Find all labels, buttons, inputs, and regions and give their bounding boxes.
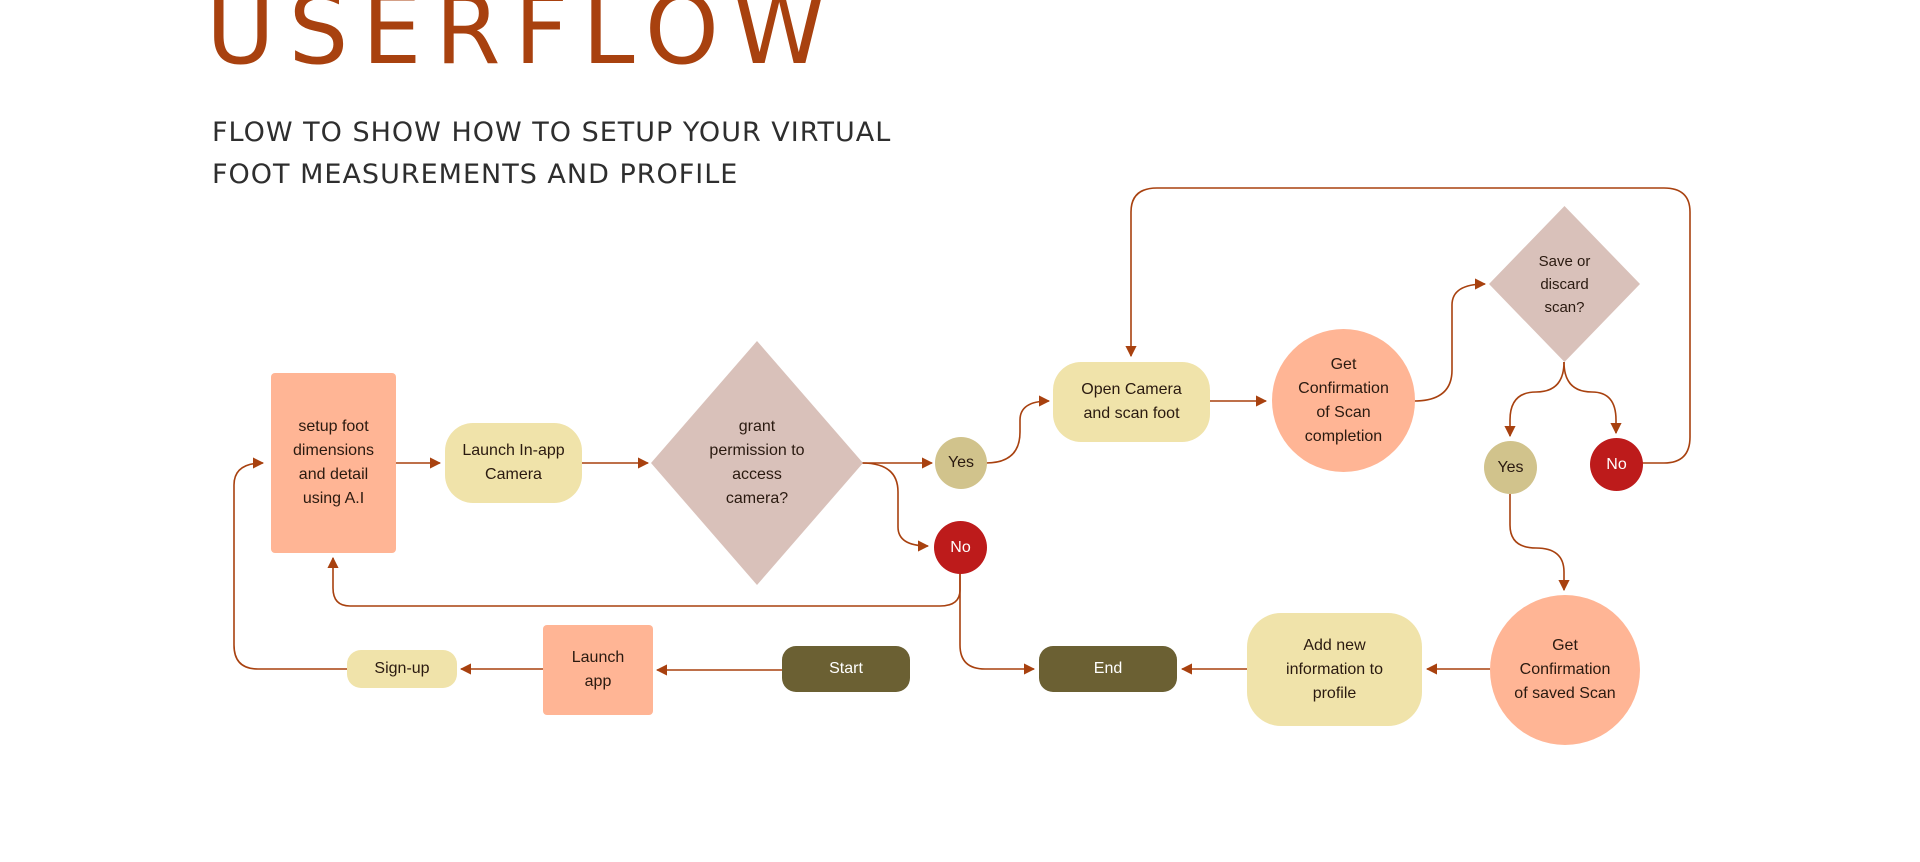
- edge-no-to-setup: [327, 556, 961, 607]
- edge-save-to-yes: [1504, 361, 1565, 438]
- confirm-saved-node: Get Confirmation of saved Scan: [1490, 595, 1640, 745]
- signup-label: Sign-up: [374, 660, 430, 677]
- end-node: End: [1039, 646, 1177, 692]
- setup-foot-node: setup foot dimensions and detail using A…: [271, 373, 396, 553]
- edge-yes-to-confirm-saved: [1509, 494, 1570, 592]
- no-permission-node: No: [934, 521, 987, 574]
- launch-camera-label: Launch In-app Camera: [462, 442, 565, 483]
- setup-foot-label: setup foot dimensions and detail using A…: [293, 418, 374, 507]
- page-title: USERFLOW: [206, 0, 840, 86]
- start-label: Start: [829, 660, 863, 677]
- signup-node: Sign-up: [347, 650, 457, 688]
- grant-permission-decision: grant permission to access camera?: [651, 341, 863, 585]
- subtitle-line-2: FOOT MEASUREMENTS AND PROFILE: [212, 159, 739, 190]
- edge-no-to-open-camera: [1125, 187, 1691, 464]
- launch-app-node: Launch app: [543, 625, 653, 715]
- confirm-scan-label: Get Confirmation of Scan completion: [1298, 355, 1389, 445]
- yes-save-node: Yes: [1484, 441, 1537, 494]
- yes-permission-label: Yes: [947, 454, 975, 471]
- edge-yes-to-open-camera: [985, 395, 1051, 464]
- confirm-scan-node: Get Confirmation of Scan completion: [1272, 329, 1415, 472]
- edge-grant-to-no: [861, 462, 930, 552]
- edge-no-to-end: [959, 573, 1036, 675]
- launch-app-label: Launch app: [571, 649, 625, 690]
- end-label: End: [1093, 660, 1123, 677]
- subtitle-line-1: FLOW TO SHOW HOW TO SETUP YOUR VIRTUAL: [212, 117, 892, 148]
- open-camera-node: Open Camera and scan foot: [1053, 362, 1210, 442]
- no-save-node: No: [1590, 438, 1643, 491]
- start-node: Start: [782, 646, 910, 692]
- no-permission-label: No: [950, 538, 971, 556]
- page-subtitle: FLOW TO SHOW HOW TO SETUP YOUR VIRTUAL F…: [212, 112, 891, 196]
- confirm-saved-label: Get Confirmation of saved Scan: [1514, 637, 1616, 702]
- no-save-label: No: [1606, 455, 1627, 473]
- edge-save-to-no: [1563, 361, 1622, 435]
- edge-signup-to-setup: [233, 457, 347, 670]
- open-camera-label: Open Camera and scan foot: [1081, 381, 1182, 422]
- grant-permission-label: grant permission to access camera?: [709, 418, 805, 507]
- save-discard-label: Save or discard scan?: [1538, 252, 1591, 316]
- save-discard-decision: Save or discard scan?: [1489, 206, 1640, 362]
- yes-permission-node: Yes: [935, 437, 987, 489]
- launch-camera-node: Launch In-app Camera: [445, 423, 582, 503]
- yes-save-label: Yes: [1497, 458, 1524, 476]
- add-info-node: Add new information to profile: [1247, 613, 1422, 726]
- add-info-label: Add new information to profile: [1286, 636, 1383, 702]
- edge-confirm-to-save-discard: [1413, 278, 1487, 402]
